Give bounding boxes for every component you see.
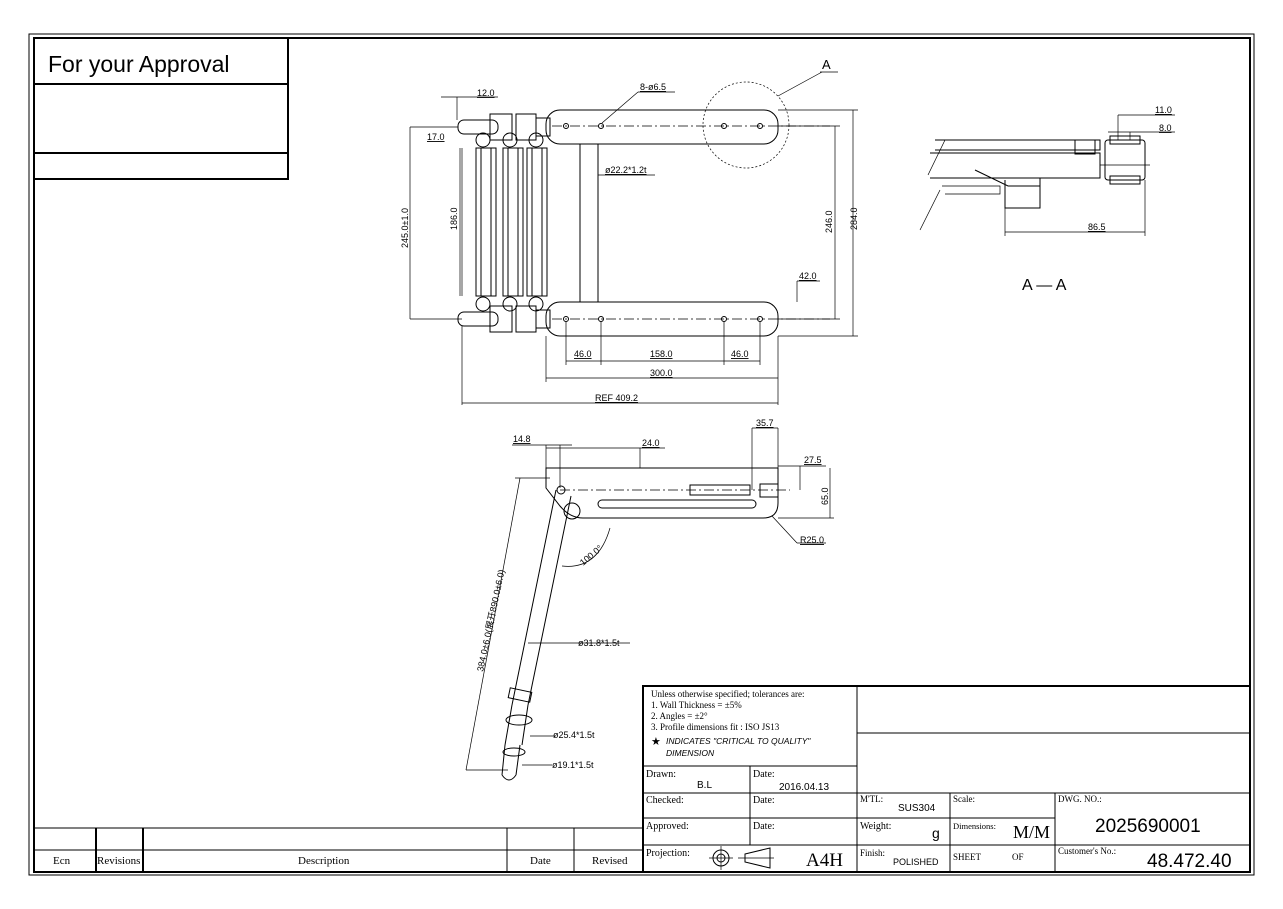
rev-header-date: Date	[530, 855, 551, 867]
notes-header: Unless otherwise specified; tolerances a…	[651, 689, 804, 699]
notes-line-1: 1. Wall Thickness = ±5%	[651, 700, 742, 710]
dim-24: 24.0	[642, 438, 660, 448]
dim-65: 65.0	[820, 487, 830, 505]
dim-holes: 8-ø6.5	[640, 82, 666, 92]
finish-value: POLISHED	[893, 857, 939, 867]
dim-46a: 46.0	[574, 349, 592, 359]
dimensions-value: M/M	[1013, 822, 1050, 842]
section-view: 11.0 8.0 86.5 A — A	[919, 105, 1175, 294]
dim-186: 186.0	[449, 207, 459, 230]
dim-ref: REF 409.2	[595, 393, 638, 403]
rev-header-description: Description	[298, 855, 350, 867]
dim-12: 12.0	[477, 88, 495, 98]
drawn-value: B.L	[697, 780, 712, 791]
customer-label: Customer's No.:	[1058, 846, 1116, 856]
sheet-label: SHEET	[953, 852, 982, 862]
revision-table: Ecn Revisions Description Date Revised	[34, 827, 643, 872]
dim-86: 86.5	[1088, 222, 1106, 232]
mtl-value: SUS304	[898, 803, 936, 814]
checked-date-label: Date:	[753, 795, 775, 806]
section-label: A — A	[1022, 277, 1067, 294]
top-holes	[563, 123, 763, 322]
title-block: Unless otherwise specified; tolerances a…	[642, 685, 1251, 873]
projection-label: Projection:	[646, 848, 690, 859]
dim-8: 8.0	[1159, 123, 1172, 133]
dim-245: 245.0±1.0	[400, 208, 410, 248]
top-plate	[545, 109, 779, 145]
dim-42: 42.0	[799, 271, 817, 281]
date-label: Date:	[753, 769, 775, 780]
dim-148: 14.8	[513, 434, 531, 444]
scale-label: Scale:	[953, 794, 975, 804]
sheet-size: A4H	[806, 850, 843, 871]
hinges	[457, 113, 551, 333]
angle-100: 100.0°	[578, 543, 605, 568]
drawn-label: Drawn:	[646, 769, 676, 780]
dim-17: 17.0	[427, 132, 445, 142]
date-value: 2016.04.13	[779, 782, 829, 793]
top-view: A	[400, 57, 859, 405]
approval-box: For your Approval	[33, 37, 289, 180]
rev-header-ecn: Ecn	[53, 855, 71, 867]
checked-label: Checked:	[646, 795, 684, 806]
dim-length: 384.0±6.0(展开890.0±6.0)	[475, 569, 506, 673]
notes-critical-1: INDICATES "CRITICAL TO QUALITY"	[666, 736, 811, 746]
dwg-label: DWG. NO.:	[1058, 794, 1102, 804]
dim-357: 35.7	[756, 418, 774, 428]
weight-value: g	[932, 825, 940, 841]
dim-r25: R25.0	[800, 535, 824, 545]
approval-title: For your Approval	[48, 51, 230, 77]
detail-circle	[702, 81, 790, 169]
dim-11: 11.0	[1155, 105, 1172, 115]
notes-critical-2: DIMENSION	[666, 748, 715, 758]
dim-300: 300.0	[650, 368, 673, 378]
dim-46b: 46.0	[731, 349, 749, 359]
outer-border	[28, 33, 1255, 876]
notes-line-3: 3. Profile dimensions fit : ISO JS13	[651, 722, 780, 732]
dim-t318: ø31.8*1.5t	[578, 638, 620, 648]
dimensions-label: Dimensions:	[953, 821, 996, 831]
approved-label: Approved:	[646, 821, 689, 832]
projection-symbol-icon	[709, 846, 774, 870]
dim-158: 158.0	[650, 349, 673, 359]
of-label: OF	[1012, 852, 1024, 862]
mtl-label: M'TL:	[860, 794, 883, 804]
notes-line-2: 2. Angles = ±2°	[651, 711, 708, 721]
rev-header-revisions: Revisions	[97, 855, 140, 867]
dim-284: 284.0	[849, 207, 859, 230]
customer-value: 48.472.40	[1147, 851, 1232, 872]
star-icon: ★	[651, 736, 661, 748]
approved-date-label: Date:	[753, 821, 775, 832]
dim-246: 246.0	[824, 210, 834, 233]
dwg-value: 2025690001	[1095, 816, 1201, 837]
rev-header-revised: Revised	[592, 855, 628, 867]
ladder-steps	[461, 147, 548, 297]
dim-t254: ø25.4*1.5t	[553, 730, 595, 740]
callout-a: A	[822, 57, 831, 72]
dim-t191: ø19.1*1.5t	[552, 760, 594, 770]
dim-tube: ø22.2*1.2t	[605, 165, 647, 175]
dim-275: 27.5	[804, 455, 822, 465]
finish-label: Finish:	[860, 848, 885, 858]
weight-label: Weight:	[860, 821, 891, 832]
